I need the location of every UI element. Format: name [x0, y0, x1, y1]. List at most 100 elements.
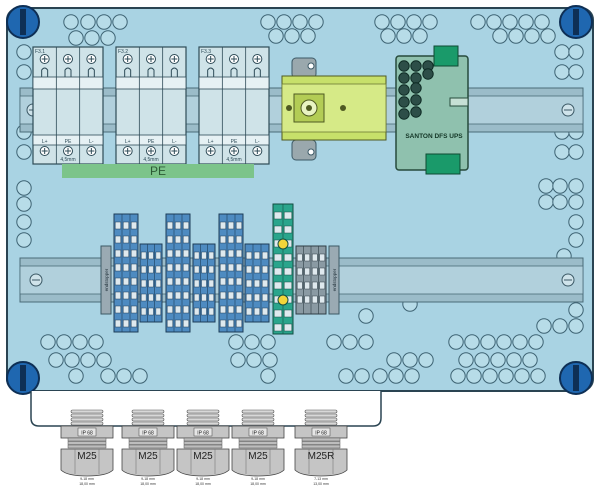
- knockout-hole: [354, 368, 370, 384]
- knockout-hole: [80, 14, 96, 30]
- ups-terminal: [398, 60, 410, 72]
- knockout-hole: [262, 352, 278, 368]
- gland-note: 13,00 mm: [313, 482, 329, 486]
- knockout-hole: [96, 352, 112, 368]
- knockout-hole: [512, 334, 528, 350]
- knockout-hole: [260, 14, 276, 30]
- knockout-hole: [540, 28, 556, 44]
- pole-label: L+: [208, 139, 214, 145]
- corner-screw-top-left: [6, 5, 40, 39]
- knockout-hole: [552, 318, 568, 334]
- knockout-hole: [498, 368, 514, 384]
- gland-note: 18,00 mm: [195, 482, 211, 486]
- pole-label: PE: [65, 139, 72, 145]
- corner-screw-top-right: [559, 5, 593, 39]
- knockout-hole: [490, 352, 506, 368]
- knockout-hole: [100, 30, 116, 46]
- gland-size: M25: [248, 451, 268, 462]
- knockout-hole: [448, 334, 464, 350]
- pole-label: L-: [172, 139, 177, 145]
- knockout-hole: [268, 28, 284, 44]
- knockout-hole: [458, 352, 474, 368]
- knockout-hole: [568, 144, 584, 160]
- knockout-hole: [112, 14, 128, 30]
- wire-size-label: 4,5mm: [143, 157, 158, 163]
- knockout-hole: [68, 30, 84, 46]
- knockout-hole: [228, 334, 244, 350]
- knockout-hole: [568, 232, 584, 248]
- knockout-hole: [480, 334, 496, 350]
- gland-size: M25: [138, 451, 158, 462]
- knockout-hole: [514, 368, 530, 384]
- knockout-hole: [326, 334, 342, 350]
- ups-terminal: [398, 72, 410, 84]
- knockout-hole: [464, 334, 480, 350]
- knockout-hole: [518, 14, 534, 30]
- ups-terminal: [410, 106, 422, 118]
- knockout-hole: [396, 28, 412, 44]
- knockout-hole: [508, 28, 524, 44]
- knockout-hole: [470, 14, 486, 30]
- knockout-hole: [402, 352, 418, 368]
- knockout-hole: [80, 352, 96, 368]
- knockout-hole: [284, 28, 300, 44]
- gland-note: 18,00 mm: [250, 482, 266, 486]
- gland-rating: IP 68: [81, 431, 93, 437]
- terminal-blocks: [113, 203, 327, 335]
- knockout-hole: [492, 28, 508, 44]
- knockout-hole: [528, 334, 544, 350]
- knockout-hole: [244, 334, 260, 350]
- knockout-hole: [552, 178, 568, 194]
- gland-note: 18,00 mm: [140, 482, 156, 486]
- knockout-hole: [482, 368, 498, 384]
- knockout-hole: [374, 14, 390, 30]
- gland-size: M25: [77, 451, 97, 462]
- knockout-hole: [63, 14, 79, 30]
- knockout-hole: [260, 368, 276, 384]
- knockout-hole: [358, 334, 374, 350]
- knockout-hole: [404, 368, 420, 384]
- ups-terminal: [410, 94, 422, 106]
- knockout-hole: [56, 334, 72, 350]
- gland-size: M25: [193, 451, 213, 462]
- pole-label: PE: [231, 139, 238, 145]
- knockout-hole: [538, 178, 554, 194]
- knockout-hole: [412, 28, 428, 44]
- end-stopper-left-label: endstopper: [104, 268, 109, 291]
- knockout-hole: [568, 318, 584, 334]
- knockout-hole: [358, 308, 374, 324]
- knockout-hole: [230, 352, 246, 368]
- knockout-hole: [530, 368, 546, 384]
- knockout-hole: [568, 214, 584, 230]
- knockout-hole: [276, 14, 292, 30]
- gland-rating: IP 68: [142, 431, 154, 437]
- knockout-hole: [16, 196, 32, 212]
- ground-icon: [277, 294, 289, 306]
- corner-screw-bottom-right: [559, 361, 593, 395]
- terminal-block: [295, 245, 327, 315]
- knockout-hole: [246, 352, 262, 368]
- terminal-block: [113, 213, 139, 333]
- knockout-hole: [48, 352, 64, 368]
- knockout-hole: [474, 352, 490, 368]
- mounting-holes: [16, 14, 584, 384]
- knockout-hole: [554, 144, 570, 160]
- spd-label: F3.2: [118, 49, 128, 55]
- knockout-hole: [260, 334, 276, 350]
- terminal-block: [272, 203, 294, 335]
- knockout-hole: [554, 44, 570, 60]
- pole-label: PE: [148, 139, 155, 145]
- terminal-block: [165, 213, 191, 333]
- knockout-hole: [524, 28, 540, 44]
- knockout-hole: [64, 352, 80, 368]
- ups-terminal: [398, 84, 410, 96]
- terminal-block: [139, 243, 163, 323]
